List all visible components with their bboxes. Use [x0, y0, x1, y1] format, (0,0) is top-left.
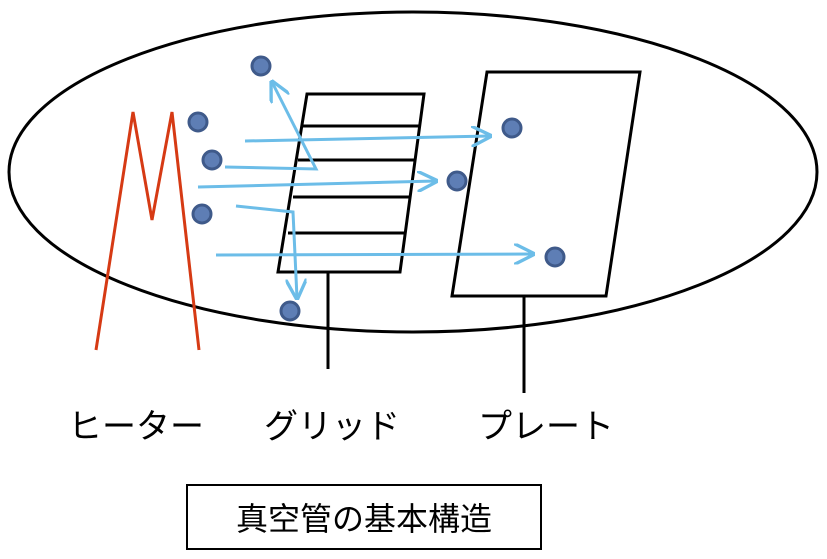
- diagram-caption: 真空管の基本構造: [186, 484, 542, 550]
- electron-dot: [544, 246, 566, 268]
- electron-path-captured-by-grid: [235, 204, 297, 298]
- heater-label: ヒーター: [68, 407, 204, 447]
- electron-paths: [197, 82, 533, 298]
- plate-label: プレート: [478, 407, 614, 447]
- electron-path-to-plate-middle: [197, 181, 436, 187]
- electron-path-deflected-up: [224, 82, 319, 171]
- grid-label: グリッド: [264, 407, 400, 447]
- electron-dot: [250, 55, 272, 77]
- glass-envelope: [7, 10, 819, 334]
- electron-dot: [501, 117, 523, 139]
- plate-electrode: [450, 70, 642, 393]
- heater-filament: [94, 111, 201, 351]
- electrons: [187, 55, 566, 322]
- electron-dot: [446, 170, 468, 192]
- electron-dot: [191, 203, 213, 225]
- electron-path-to-plate-lower: [215, 254, 533, 255]
- electron-dot: [187, 111, 209, 133]
- electron-dot: [279, 300, 301, 322]
- electron-path-to-plate-upper: [244, 136, 490, 141]
- electron-dot: [201, 149, 223, 171]
